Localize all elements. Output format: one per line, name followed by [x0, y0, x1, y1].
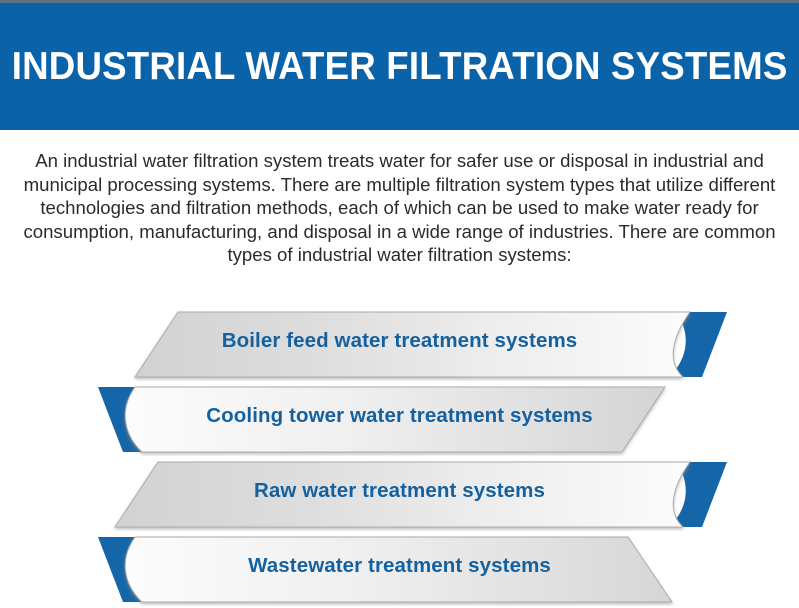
ribbon-shape-left-fold — [98, 386, 666, 453]
list-item[interactable]: Cooling tower water treatment systems — [0, 381, 799, 456]
ribbon-shape-right-fold — [134, 311, 727, 378]
ribbon-body — [124, 386, 666, 453]
intro-section: An industrial water filtration system tr… — [22, 149, 777, 267]
ribbon-shape-left-fold — [98, 536, 673, 603]
filtration-system-list: Boiler feed water treatment systems — [0, 306, 799, 608]
list-item[interactable]: Boiler feed water treatment systems — [0, 306, 799, 381]
list-item[interactable]: Wastewater treatment systems — [0, 531, 799, 606]
page-header: Industrial Water Filtration Systems — [0, 3, 799, 130]
ribbon-body — [114, 461, 691, 528]
ribbon-fold-accent — [669, 462, 727, 527]
ribbon-body — [134, 311, 691, 378]
intro-paragraph: An industrial water filtration system tr… — [23, 150, 776, 265]
ribbon-fold-accent — [669, 312, 727, 377]
list-item[interactable]: Raw water treatment systems — [0, 456, 799, 531]
ribbon-shape-right-fold — [114, 461, 727, 528]
top-rule — [0, 0, 799, 3]
page-title: Industrial Water Filtration Systems — [11, 45, 788, 88]
ribbon-body — [124, 536, 673, 603]
